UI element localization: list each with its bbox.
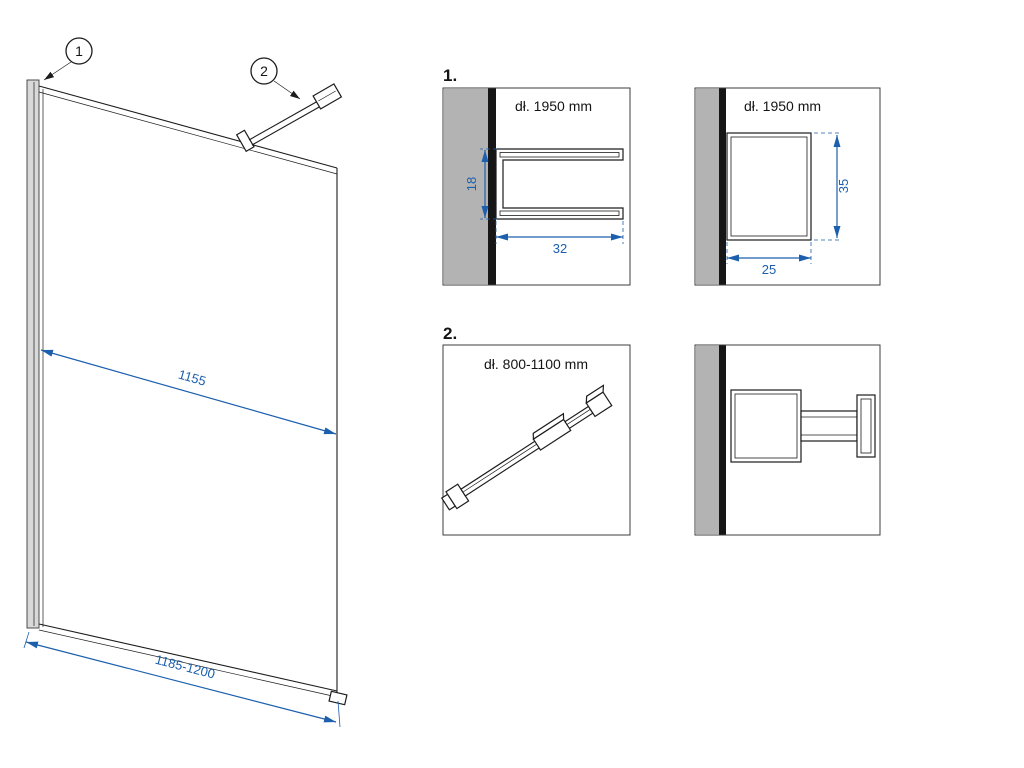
detail-1a-dim-height-value: 18 [464,177,479,191]
detail-2b-profile-bar [719,345,726,535]
main-assembly-view: 1 2 1155 1185-1200 [23,37,348,728]
detail-1a-dim-height: 18 [464,148,497,220]
arm-wall-bracket [312,83,343,110]
callout-1-label: 1 [75,43,83,59]
arm-glass-clamp [235,129,255,153]
callout-2: 2 [250,57,301,100]
detail-1b-dim-width: 25 [726,242,812,277]
dim-overall-width: 1185-1200 [23,631,341,728]
detail-view-2b [694,344,881,536]
detail-2a-length-label: dł. 800-1100 mm [484,356,588,372]
support-arm [235,83,343,153]
detail-1b-wall-hatch [696,89,719,284]
dim-glass-width-value: 1155 [177,367,208,389]
callout-2-badge [250,57,278,85]
detail-1a-wall-hatch [444,89,488,284]
detail-1a-dim-depth: 32 [495,221,624,256]
detail-2b-bar-top-view [730,389,876,463]
section-2-label: 2. [443,324,457,343]
detail-2b-wall-hatch [696,346,719,534]
detail-1a-profile-bar [488,88,496,285]
dim-glass-width-line [40,349,337,435]
callout-2-leader [273,80,301,100]
detail-1b-dim-depth: 35 [814,132,851,241]
dim-overall-width-line [25,641,337,723]
callout-1-leader [43,61,72,81]
detail-1b-length-label: dł. 1950 mm [744,98,821,114]
wall-profile-bar [26,79,40,629]
detail-view-2a: dł. 800-1100 mm [440,344,631,536]
callout-2-label: 2 [260,63,268,79]
detail-view-1b: dł. 1950 mm 35 25 [694,87,881,286]
callout-1-badge [65,37,93,65]
detail-1b-profile-bar [719,88,726,285]
detail-view-1a: dł. 1950 mm 18 32 [442,87,631,286]
detail-1b-dim-width-value: 25 [762,262,776,277]
detail-1b-dim-depth-value: 35 [836,179,851,193]
section-1-label: 1. [443,66,457,85]
dim-glass-width: 1155 [40,349,337,435]
detail-1a-length-label: dł. 1950 mm [515,98,592,114]
detail-2a-support-bar [440,384,613,511]
callout-1: 1 [43,37,93,81]
detail-1a-dim-depth-value: 32 [553,241,567,256]
